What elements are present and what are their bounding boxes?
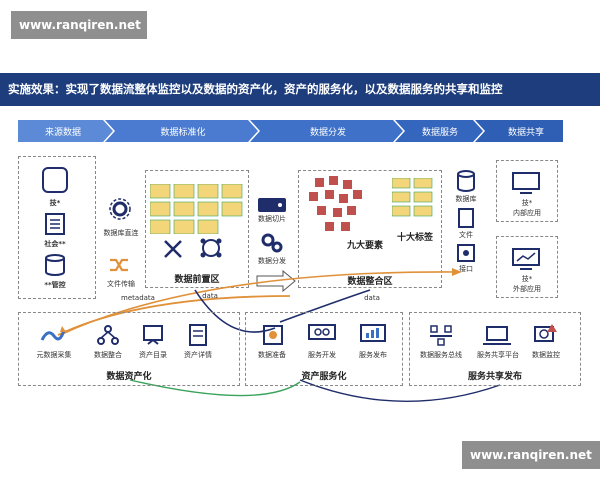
monitor-chart-icon: [512, 248, 540, 270]
server-icon: [258, 198, 286, 212]
stage-label: 来源数据: [45, 126, 81, 138]
slice-label: 数据切片: [258, 215, 286, 223]
stage-label: 数据分发: [310, 126, 346, 138]
document-icon: [45, 213, 65, 235]
metadata-label: metadata: [121, 294, 155, 302]
internal-app-box: [496, 160, 558, 222]
integration-zone-box: [298, 170, 442, 288]
ten-tags-label: 十大标签: [396, 233, 433, 243]
service-dev-icon: [308, 324, 336, 340]
asset-box: [18, 312, 240, 386]
asset-service-item-label: 服务发布: [359, 351, 387, 359]
service-publish-icon: [360, 324, 386, 342]
stage-label: 数据服务: [422, 126, 458, 138]
network-icon: [200, 238, 222, 258]
stage-label: 数据标准化: [160, 126, 205, 138]
internal-app-label: 技* 内部应用: [513, 199, 541, 217]
gears-icon: [261, 233, 283, 253]
watermark-bottom: www.ranqiren.net: [462, 441, 600, 469]
external-app-label: 技* 外部应用: [513, 275, 541, 293]
nine-elements-label: 九大要素: [346, 241, 383, 251]
front-zone-box: [145, 170, 249, 288]
monitor-icon: [512, 172, 540, 194]
integration-zone-label: 数据整合区: [347, 277, 393, 287]
service-type-label: 数据库: [455, 195, 477, 203]
front-data-label: data: [202, 292, 218, 300]
detail-icon: [189, 324, 207, 346]
integrate-icon: [97, 325, 119, 345]
table-grid-icon: [150, 184, 243, 234]
asset-item-label: 数据整合: [94, 351, 122, 359]
asset-item-label: 资产详情: [184, 351, 212, 359]
monitor-search-icon: [534, 324, 557, 342]
source-data-box: [18, 156, 96, 299]
asset-service-item-label: 数据准备: [258, 351, 286, 359]
asset-item-label: 元数据采集: [36, 351, 72, 359]
source-item-label: 技*: [49, 199, 61, 207]
nine-elements-icon: [309, 176, 362, 231]
distribute-label: 数据分发: [258, 257, 286, 265]
stage-arrow-bar: 来源数据 数据标准化 数据分发 数据服务 数据共享: [18, 120, 563, 142]
database-icon: [457, 170, 475, 192]
source-item-label: 社会**: [44, 240, 66, 248]
file-icon: [458, 208, 474, 228]
asset-service-box-title: 资产服务化: [301, 372, 347, 382]
shuffle-icon: [110, 258, 128, 272]
asset-item-label: 资产目录: [139, 351, 167, 359]
asset-box-title: 数据资产化: [106, 372, 152, 382]
front-zone-label: 数据前置区: [174, 275, 220, 285]
share-item-label: 数据监控: [532, 351, 560, 359]
service-type-label: 接口: [459, 265, 473, 273]
share-item-label: 数据服务总线: [420, 351, 462, 359]
tags-grid-icon: [392, 178, 433, 217]
laptop-icon: [483, 326, 511, 345]
db-direct-label: 数据库直连: [103, 229, 139, 237]
share-publish-box-title: 服务共享发布: [467, 372, 522, 382]
data-prepare-icon: [263, 325, 283, 345]
share-publish-box: [409, 312, 581, 386]
interface-icon: [457, 244, 475, 262]
service-type-label: 文件: [459, 231, 473, 239]
stage-label: 数据共享: [508, 126, 544, 138]
service-bus-icon: [430, 325, 452, 346]
tools-icon: [164, 240, 182, 258]
asset-service-box: [245, 312, 403, 386]
database-icon: [45, 254, 65, 276]
catalog-icon: [143, 325, 163, 345]
metadata-collect-icon: [40, 326, 66, 341]
share-item-label: 服务共享平台: [477, 351, 519, 359]
page-title: 实施效果：实现了数据流整体监控以及数据的资产化，资产的服务化，以及数据服务的共享…: [0, 73, 600, 106]
gear-arrow-icon: [109, 198, 131, 220]
watermark-top: www.ranqiren.net: [11, 11, 147, 39]
asset-service-item-label: 服务开发: [308, 351, 336, 359]
integration-data-label: data: [364, 294, 380, 302]
external-app-box: [496, 236, 558, 298]
source-item-label: **管控: [44, 281, 66, 289]
file-transfer-label: 文件传输: [107, 280, 135, 288]
square-icon: [42, 167, 68, 193]
